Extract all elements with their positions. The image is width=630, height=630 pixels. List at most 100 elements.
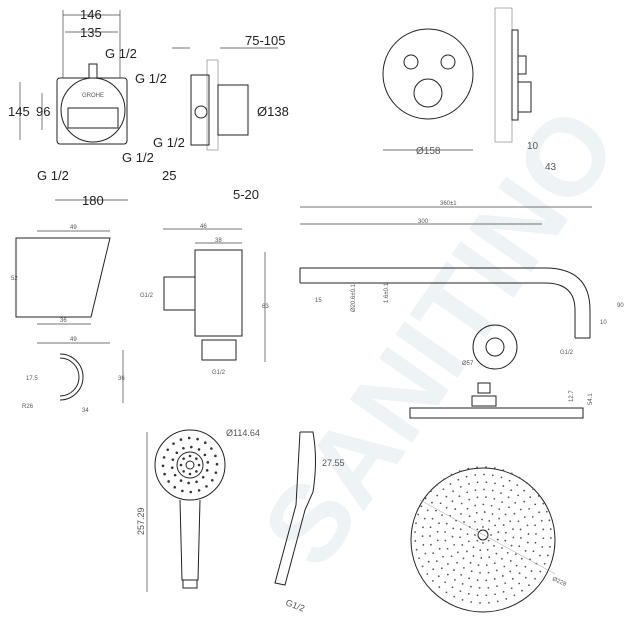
nozzle-dot	[457, 478, 460, 481]
nozzle-dot	[181, 489, 184, 493]
nozzle-dot	[476, 466, 478, 469]
dim-5-20: 5-20	[233, 187, 259, 202]
nozzle-dot	[532, 488, 535, 490]
dim-diameter-158: Ø158	[416, 146, 441, 157]
nozzle-dot	[485, 594, 488, 597]
nozzle-dot	[456, 561, 458, 564]
nozzle-dot	[446, 547, 449, 550]
nozzle-dot	[506, 551, 509, 554]
dim-146: 146	[80, 7, 102, 22]
dim-145: 145	[8, 104, 30, 119]
nozzle-dot	[528, 584, 530, 587]
nozzle-dot	[493, 545, 495, 547]
nozzle-dot	[508, 506, 510, 509]
nozzle-dot	[462, 557, 465, 560]
dim-135: 135	[80, 25, 102, 40]
nozzle-dot	[435, 560, 438, 562]
dim-17-5: 17.5	[26, 376, 38, 382]
nozzle-dot	[509, 560, 512, 562]
nozzle-dot	[452, 527, 455, 530]
nozzle-dot	[453, 543, 456, 546]
nozzle-dot	[201, 475, 205, 479]
nozzle-dot	[442, 488, 445, 491]
nozzle-dot	[482, 526, 484, 528]
nozzle-dot	[424, 552, 427, 555]
wall-elbow-view: 46 38 63 G1/2 G1/2	[140, 224, 269, 376]
nozzle-dot	[523, 500, 526, 503]
dim-g-bottom: G1/2	[212, 370, 226, 376]
dim-27-55: 27.55	[322, 458, 345, 468]
nozzle-dot	[519, 528, 522, 531]
nozzle-dot	[485, 564, 488, 567]
nozzle-dot	[214, 471, 218, 474]
nozzle-dot	[454, 508, 457, 510]
nozzle-dot	[439, 502, 442, 505]
nozzle-dot	[534, 577, 536, 580]
nozzle-dot	[420, 505, 423, 508]
dim-1-6: 1.6±0.1	[384, 282, 390, 303]
nozzle-dot	[517, 494, 520, 497]
nozzle-dot	[518, 582, 521, 585]
nozzle-dot	[460, 574, 463, 576]
nozzle-dot	[542, 528, 545, 531]
nozzle-dot	[528, 508, 531, 510]
dim-96: 96	[36, 104, 50, 119]
nozzle-dot	[442, 555, 444, 558]
nozzle-dot	[497, 531, 500, 534]
nozzle-dot	[460, 513, 462, 515]
nozzle-dot	[436, 530, 439, 533]
nozzle-dot	[504, 513, 507, 516]
shower-arm-view: 360±1 300 Ø20.6±0.1 1.6±0.1 15 90 10 G1/…	[299, 201, 624, 370]
nozzle-dot	[495, 552, 498, 555]
nozzle-dot	[521, 589, 523, 592]
dim-g-bottom-left: G 1/2	[37, 168, 69, 183]
nozzle-dot	[538, 511, 540, 514]
grohe-logo: GROHE	[82, 93, 104, 99]
nozzle-dot	[427, 560, 430, 563]
nozzle-dot	[475, 511, 478, 514]
nozzle-dot	[431, 580, 434, 582]
nozzle-dot	[415, 548, 418, 551]
nozzle-dot	[542, 502, 545, 505]
nozzle-dot	[487, 586, 490, 589]
nozzle-dot	[414, 531, 416, 533]
nozzle-dot	[519, 508, 522, 511]
nozzle-dot	[543, 562, 546, 565]
dim-diameter-138: Ø138	[257, 104, 289, 119]
nozzle-dot	[479, 602, 481, 604]
wall-holder-views: 49 52 36 49 36 17.5 R26 34	[11, 225, 125, 414]
nozzle-dot	[476, 539, 479, 542]
nozzle-dot	[458, 495, 461, 498]
nozzle-dot	[214, 454, 217, 458]
nozzle-dot	[188, 454, 192, 458]
nozzle-dot	[542, 537, 545, 540]
trim-plate-front-view: Ø158	[382, 28, 474, 157]
nozzle-dot	[541, 546, 544, 548]
nozzle-dot	[537, 495, 540, 497]
nozzle-dot	[170, 466, 174, 469]
nozzle-dot	[546, 554, 549, 557]
nozzle-dot	[505, 598, 508, 600]
nozzle-dot	[431, 517, 434, 520]
nozzle-dot	[530, 570, 533, 572]
nozzle-dot	[491, 513, 494, 515]
nozzle-dot	[205, 485, 208, 488]
nozzle-dot	[422, 544, 425, 546]
nozzle-dot	[436, 483, 438, 486]
nozzle-dot	[450, 555, 453, 558]
nozzle-dot	[500, 492, 502, 495]
dim-r26: R26	[22, 404, 34, 410]
nozzle-dot	[474, 534, 476, 536]
rain-head-bottom-view: Ø228	[410, 466, 568, 613]
nozzle-dot	[453, 595, 456, 598]
nozzle-dot	[486, 548, 489, 551]
nozzle-dot	[483, 488, 486, 491]
nozzle-dot	[527, 533, 530, 535]
nozzle-dot	[488, 519, 491, 522]
nozzle-dot	[422, 526, 424, 529]
nozzle-dot	[509, 570, 512, 573]
nozzle-dot	[523, 516, 526, 519]
nozzle-dot	[485, 579, 488, 582]
nozzle-dot	[429, 535, 431, 537]
